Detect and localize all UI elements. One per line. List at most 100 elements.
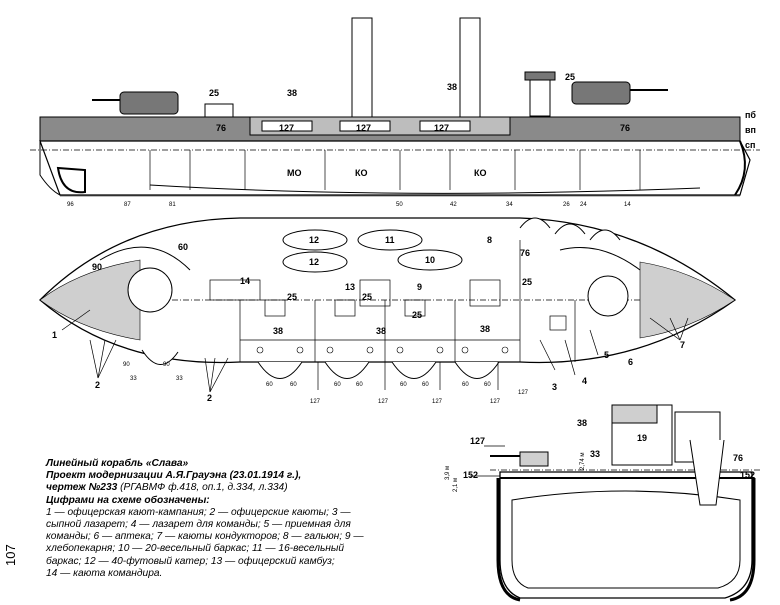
plan-small-90b: 90	[163, 362, 170, 368]
frame-24: 24	[580, 202, 587, 208]
plan-small-127b: 127	[378, 399, 389, 405]
plan-small-60b: 60	[290, 382, 297, 388]
legend-line: сыпной лазарет; 4 — лазарет для команды;…	[46, 519, 351, 531]
frame-87: 87	[124, 202, 131, 208]
plan-small-60c: 60	[334, 382, 341, 388]
compartment-ko-2: КО	[474, 168, 487, 178]
drawing-caption: Линейный корабль «Слава» Проект модерниз…	[46, 458, 566, 580]
plan-label-12b: 12	[309, 257, 319, 267]
funnel-fore	[351, 17, 373, 119]
side-label-25a: 25	[209, 88, 219, 98]
room-7: 7	[680, 340, 685, 350]
compartment-ko-1: КО	[355, 168, 368, 178]
section-label-127: 127	[470, 436, 485, 446]
plan-small-127e: 127	[518, 390, 529, 396]
plan-label-90: 90	[92, 262, 102, 272]
plan-label-38b: 38	[376, 326, 386, 336]
section-dim-274: 2,74 м	[580, 453, 586, 470]
funnel-aft	[459, 17, 481, 119]
room-2a: 2	[95, 380, 100, 390]
fore-barbette	[127, 267, 173, 313]
caption-archive: (РГАВМФ ф.418, оп.1, д.334, л.334)	[120, 482, 288, 494]
plan-small-60d: 60	[356, 382, 363, 388]
frame-numbers: 96 87 81 50 42 34 26 24 14	[67, 202, 631, 208]
plan-small-127c: 127	[432, 399, 443, 405]
plan-label-25a: 25	[287, 292, 297, 302]
caption-legend-heading: Цифрами на схеме обозначены:	[46, 494, 210, 506]
section-label-76: 76	[733, 453, 743, 463]
deck-plan-view: 60 90 12 11 12 10 8 76 14 13 9 25 25 25 …	[39, 217, 737, 405]
plan-label-25c: 25	[412, 310, 422, 320]
legend-line: 1 — офицерская кают-кампания; 2 — офицер…	[46, 506, 351, 518]
side-label-127a: 127	[279, 123, 294, 133]
side-label-38a: 38	[287, 88, 297, 98]
plan-label-38c: 38	[480, 324, 490, 334]
cross-section-view: 127 38 19 33 76 152 152 3,9 м 2,1 м 2,74…	[445, 404, 760, 602]
plan-label-60: 60	[178, 242, 188, 252]
caption-title: Линейный корабль «Слава»	[46, 458, 189, 469]
plan-label-8: 8	[487, 235, 492, 245]
section-label-152-left: 152	[463, 470, 478, 480]
aft-barbette	[587, 275, 629, 317]
plan-label-25d: 25	[522, 277, 532, 287]
boat-12-a	[282, 229, 348, 251]
plan-label-38a: 38	[273, 326, 283, 336]
plan-small-60e: 60	[400, 382, 407, 388]
side-label-25b: 25	[565, 72, 575, 82]
legend-line: команды; 6 — аптека; 7 — каюты кондуктор…	[46, 531, 364, 543]
side-label-76a: 76	[216, 123, 226, 133]
plan-label-11: 11	[385, 235, 395, 245]
plan-small-127a: 127	[310, 399, 321, 405]
frame-42: 42	[450, 202, 457, 208]
section-label-152-right: 152	[740, 470, 755, 480]
waterline-pb: пб	[745, 110, 756, 120]
side-label-76b: 76	[620, 123, 630, 133]
section-label-33: 33	[590, 449, 600, 459]
compartment-mo: МО	[287, 168, 302, 178]
plan-small-60f: 60	[422, 382, 429, 388]
boat-12-b	[282, 251, 348, 273]
plan-small-127d: 127	[490, 399, 501, 405]
section-dim-39: 3,9 м	[445, 466, 451, 480]
plan-label-9: 9	[417, 282, 422, 292]
room-6: 6	[628, 357, 633, 367]
boat-10	[397, 249, 463, 271]
plan-label-13: 13	[345, 282, 355, 292]
fore-turret	[119, 91, 179, 115]
room-3: 3	[552, 382, 557, 392]
plan-label-76: 76	[520, 248, 530, 258]
room-1: 1	[52, 330, 57, 340]
plan-label-12a: 12	[309, 235, 319, 245]
caption-drawing: чертеж №233	[46, 482, 118, 494]
hull-side	[39, 140, 751, 196]
frame-81: 81	[169, 202, 176, 208]
waterline-vp: вп	[745, 125, 756, 135]
side-label-127b: 127	[356, 123, 371, 133]
room-5: 5	[604, 350, 609, 360]
plan-small-60a: 60	[266, 382, 273, 388]
frame-96: 96	[67, 202, 74, 208]
plan-label-25b: 25	[362, 292, 372, 302]
plan-small-33b: 33	[176, 376, 183, 382]
plan-small-90: 90	[123, 362, 130, 368]
caption-drawing-line: чертеж №233 (РГАВМФ ф.418, оп.1, д.334, …	[46, 482, 566, 494]
plan-label-14: 14	[240, 276, 250, 286]
frame-14: 14	[624, 202, 631, 208]
plan-small-60h: 60	[484, 382, 491, 388]
section-label-19: 19	[637, 433, 647, 443]
page-number: 107	[3, 544, 18, 566]
plan-label-10: 10	[425, 255, 435, 265]
side-label-127c: 127	[434, 123, 449, 133]
section-label-38: 38	[577, 418, 587, 428]
waterline-sp: сп	[745, 140, 755, 150]
caption-project: Проект модернизации А.Я.Грауэна (23.01.1…	[46, 470, 302, 482]
section-dim-21: 2,1 м	[453, 478, 459, 492]
aft-turret	[571, 81, 631, 105]
frame-34: 34	[506, 202, 513, 208]
plan-small-60g: 60	[462, 382, 469, 388]
frame-50: 50	[396, 202, 403, 208]
legend-line: 14 — каюта командира.	[46, 567, 163, 579]
legend-line: баркас; 12 — 40-футовый катер; 13 — офиц…	[46, 555, 335, 567]
